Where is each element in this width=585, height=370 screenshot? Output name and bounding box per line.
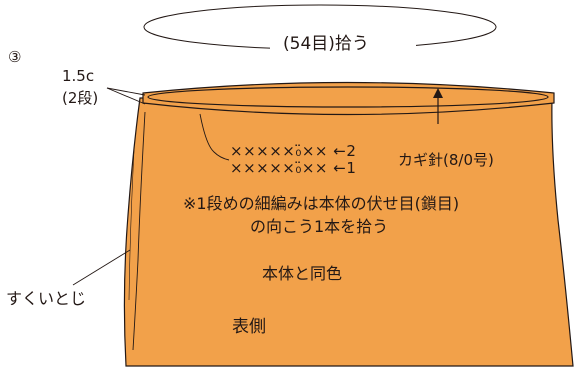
size-leader-line	[106, 87, 146, 96]
same-color-label: 本体と同色	[262, 264, 343, 283]
rim-opening	[147, 86, 549, 108]
bag-body	[123, 97, 574, 367]
arrow-head	[433, 88, 443, 98]
step-number: ③	[8, 48, 22, 66]
crochet-hook-label: カギ針(8/0号)	[398, 151, 494, 169]
slip-stitch-label: すくいとじ	[6, 289, 87, 308]
stitch-row-2: ×××××₀̈×× ←2	[230, 142, 357, 160]
seam-line	[132, 111, 146, 351]
pickup-label: (54目)拾う	[283, 34, 369, 54]
size-leader-line-2	[106, 87, 146, 105]
stitch-row-1: ×××××₀̈×× ←1	[230, 159, 357, 177]
seam-line-inner	[128, 149, 135, 301]
seam-leader-line	[72, 249, 131, 286]
rim-rows-label: (2段)	[62, 89, 99, 107]
note-line-1: ※1段めの細編みは本体の伏せ目(鎖目)	[183, 194, 460, 213]
right-side-label: 表側	[232, 317, 266, 337]
pickup-label-gap	[270, 38, 416, 56]
rim-width-label: 1.5c	[62, 67, 95, 85]
stitch-leader-line	[199, 113, 230, 161]
note-line-2: の向こう1本を拾う	[250, 217, 389, 236]
